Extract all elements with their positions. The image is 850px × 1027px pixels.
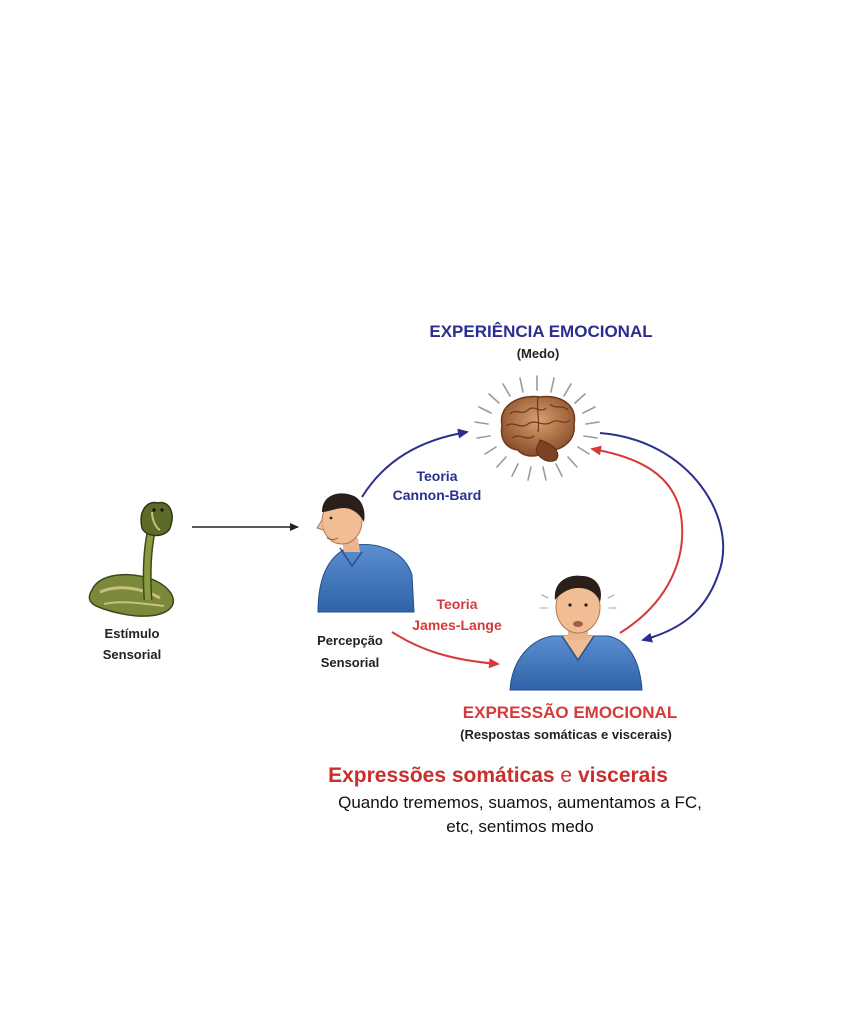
cobra-snake-icon xyxy=(89,502,173,616)
james-lange-arrow xyxy=(392,632,498,664)
stimulus-label-line2: Sensorial xyxy=(103,647,162,662)
expression-subtitle: (Respostas somáticas e viscerais) xyxy=(460,727,672,742)
perception-label-line2: Sensorial xyxy=(321,655,380,670)
caption-heading-part1: Expressões somáticas xyxy=(328,764,554,787)
experience-subtitle: (Medo) xyxy=(517,346,560,361)
caption-line2: etc, sentimos medo xyxy=(446,817,593,836)
man-front-icon xyxy=(510,576,642,690)
caption-heading-part3: viscerais xyxy=(578,764,668,787)
man-profile-icon xyxy=(317,493,414,612)
caption-heading-part2: e xyxy=(555,764,578,787)
caption-heading: Expressões somáticas e viscerais xyxy=(328,764,668,787)
experience-title: EXPERIÊNCIA EMOCIONAL xyxy=(429,322,652,341)
cannon-bard-label-line1: Teoria xyxy=(417,468,458,484)
expression-title: EXPRESSÃO EMOCIONAL xyxy=(463,702,677,722)
james-lange-label-line2: James-Lange xyxy=(412,617,502,633)
stimulus-label-line1: Estímulo xyxy=(105,626,160,641)
brain-to-expression-blue-arrow xyxy=(600,433,723,640)
expression-to-brain-red-arrow xyxy=(592,449,682,633)
caption-line1: Quando trememos, suamos, aumentamos a FC… xyxy=(338,793,702,812)
brain-icon xyxy=(475,376,599,480)
perception-label-line1: Percepção xyxy=(317,633,383,648)
james-lange-label-line1: Teoria xyxy=(437,596,478,612)
cannon-bard-label-line2: Cannon-Bard xyxy=(393,487,482,503)
